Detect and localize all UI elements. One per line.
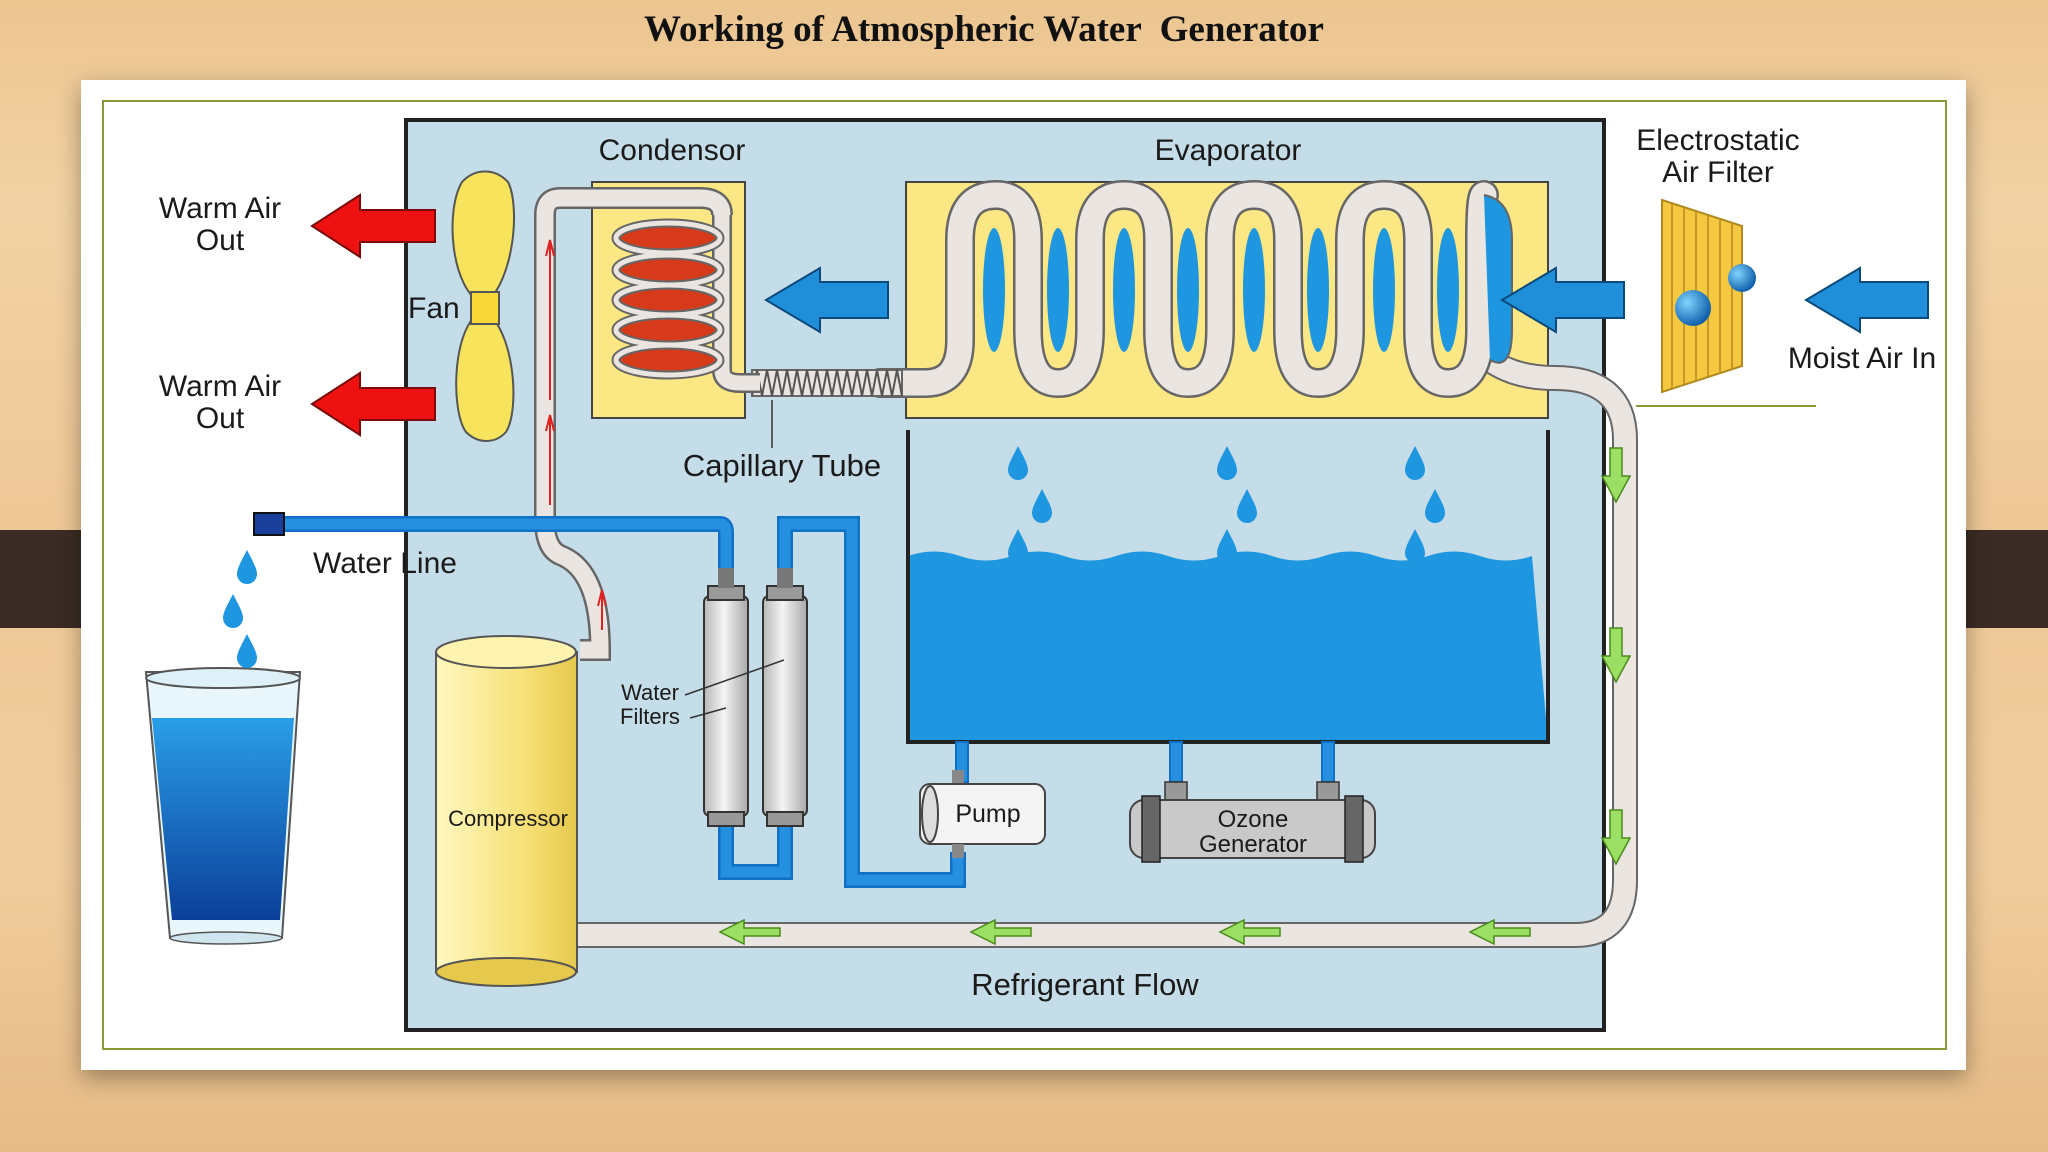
pump-label: Pump bbox=[955, 800, 1020, 828]
ozone-generator-icon bbox=[1129, 781, 1376, 863]
compressor-label: Compressor bbox=[448, 806, 568, 831]
airflow-arrows bbox=[764, 266, 1929, 334]
tap-nozzle bbox=[253, 512, 285, 536]
compressor-icon bbox=[435, 635, 578, 987]
condensor-label: Condensor bbox=[599, 134, 746, 167]
warm-air-label-2a: Warm Air bbox=[159, 370, 281, 403]
water-glass-icon bbox=[144, 667, 302, 945]
water-filters-label-1: Water bbox=[621, 680, 679, 705]
water-tank bbox=[906, 430, 1550, 744]
capillary-tube-label: Capillary Tube bbox=[683, 448, 881, 483]
refrigerant-pipe bbox=[570, 349, 1638, 948]
water-line-label: Water Line bbox=[313, 547, 457, 580]
warm-air-label-1b: Out bbox=[196, 224, 245, 257]
electrostatic-label-2: Air Filter bbox=[1662, 156, 1774, 189]
air-filter-icon bbox=[1661, 198, 1756, 394]
warm-air-arrows bbox=[310, 193, 436, 437]
fan-icon bbox=[451, 170, 515, 442]
water-filters-label-2: Filters bbox=[620, 704, 680, 729]
fan-label: Fan bbox=[408, 292, 460, 325]
moist-air-in-label: Moist Air In bbox=[1788, 342, 1936, 375]
evaporator-coil bbox=[865, 179, 1513, 399]
refrigerant-arrows bbox=[718, 447, 1632, 946]
dripping-drops bbox=[223, 550, 257, 668]
water-filters bbox=[684, 568, 808, 827]
frame-border bbox=[102, 100, 1947, 1050]
capillary-tube bbox=[751, 369, 903, 397]
water-line-pipe bbox=[253, 512, 1335, 888]
refrigerant-flow-label: Refrigerant Flow bbox=[971, 967, 1199, 1002]
warm-air-label-1a: Warm Air bbox=[159, 192, 281, 225]
page-title: Working of Atmospheric Water Generator bbox=[644, 9, 1324, 50]
warm-air-label-2b: Out bbox=[196, 402, 245, 435]
ozone-label-2: Generator bbox=[1199, 831, 1307, 858]
condensor-coil bbox=[611, 215, 760, 393]
pump-icon bbox=[919, 770, 1046, 858]
evaporator-label: Evaporator bbox=[1155, 134, 1302, 167]
electrostatic-label-1: Electrostatic bbox=[1636, 124, 1799, 157]
ozone-label-1: Ozone bbox=[1218, 806, 1289, 833]
